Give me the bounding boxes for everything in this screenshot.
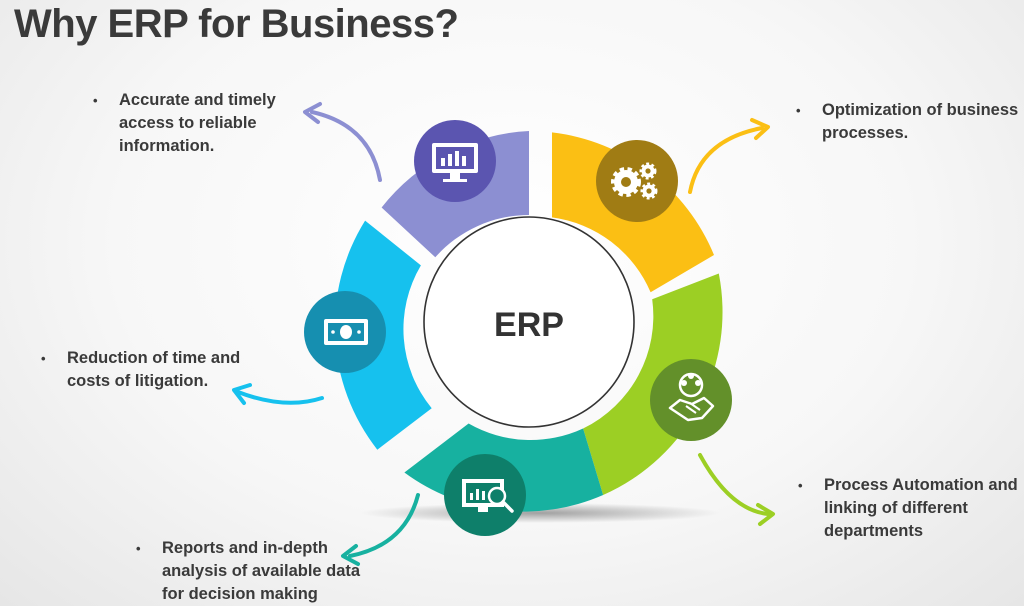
- center-circle: [423, 216, 635, 428]
- report-magnifier-icon: [444, 454, 526, 536]
- note-line: costs of litigation.: [67, 372, 209, 390]
- monitor-chart-icon: [414, 120, 496, 202]
- segment-automation: [583, 273, 723, 495]
- bullet: •: [93, 93, 98, 108]
- arrow-automation-head: [756, 503, 775, 526]
- bullet: •: [136, 541, 141, 556]
- note-line: Optimization of business: [822, 101, 1019, 119]
- note-line: processes.: [822, 124, 909, 142]
- arrow-reports: [348, 493, 420, 558]
- note-line: Process Automation and: [824, 476, 1018, 494]
- arrow-optimization: [688, 126, 764, 194]
- arrow-litigation-head: [232, 383, 252, 405]
- bullet: •: [798, 478, 803, 493]
- bullet: •: [41, 351, 46, 366]
- note-line: information.: [119, 137, 215, 155]
- note-automation: • Process Automation and linking of diff…: [798, 474, 1018, 543]
- note-information: • Accurate and timely access to reliable…: [93, 89, 276, 158]
- note-line: Reduction of time and: [67, 349, 241, 367]
- arrow-information: [310, 110, 382, 182]
- bullet: •: [796, 103, 801, 118]
- banknote-icon: [304, 291, 386, 373]
- handshake-team-icon: [650, 359, 732, 441]
- arrow-automation: [698, 453, 770, 516]
- note-line: for decision making: [162, 585, 318, 603]
- arrow-optimization-head: [750, 118, 770, 140]
- note-reports: • Reports and in-depth analysis of avail…: [136, 537, 360, 606]
- note-line: departments: [824, 522, 924, 540]
- note-litigation: • Reduction of time and costs of litigat…: [41, 347, 240, 393]
- arrow-information-head: [303, 102, 322, 124]
- arrow-litigation: [236, 390, 324, 405]
- note-line: analysis of available data: [162, 562, 361, 580]
- note-line: Accurate and timely: [119, 91, 276, 109]
- arrow-reports-head: [341, 544, 360, 566]
- page-title: Why ERP for Business?: [14, 2, 459, 46]
- note-optimization: • Optimization of business processes.: [796, 99, 1018, 145]
- note-line: Reports and in-depth: [162, 539, 328, 557]
- note-line: linking of different: [824, 499, 968, 517]
- gears-icon: [596, 140, 678, 222]
- center-label: ERP: [494, 306, 564, 344]
- note-line: access to reliable: [119, 114, 257, 132]
